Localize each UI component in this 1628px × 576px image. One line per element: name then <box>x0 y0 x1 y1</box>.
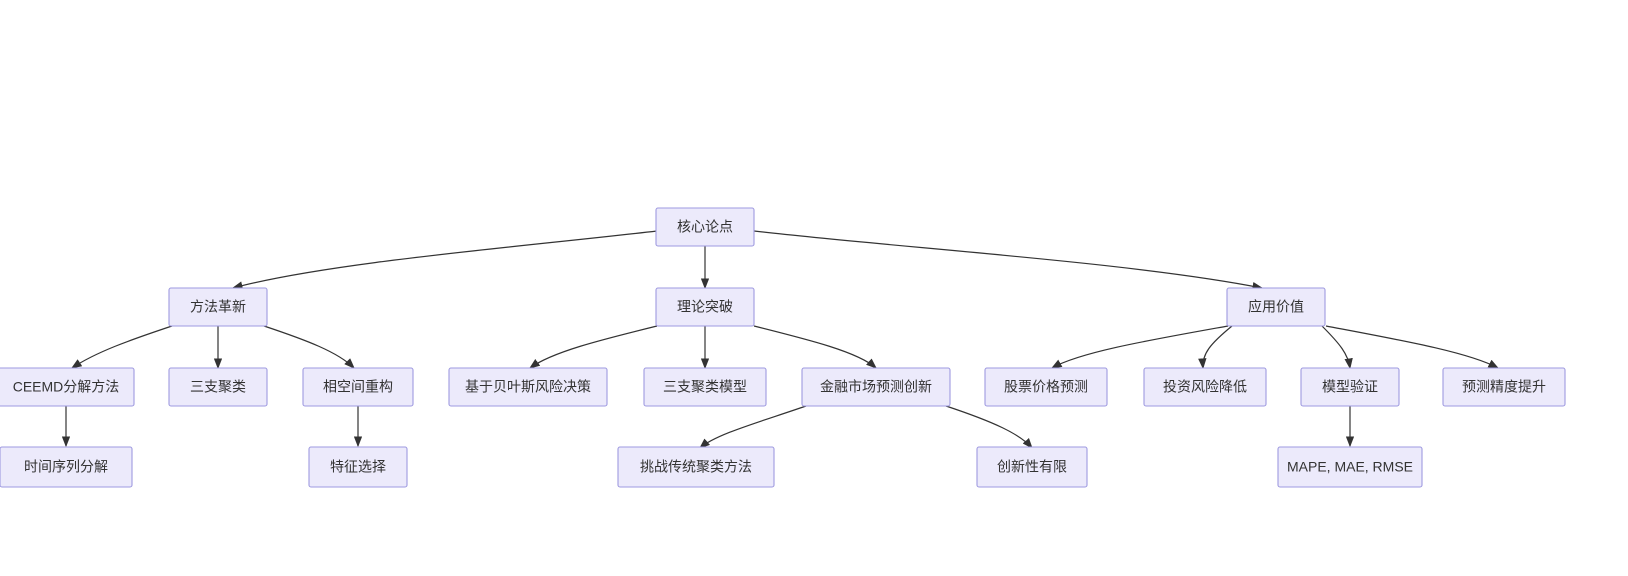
node-box-n9[interactable] <box>801 367 951 407</box>
edge-n1-to-n6 <box>263 325 355 369</box>
node-n7[interactable]: 基于贝叶斯风险决策 <box>448 367 608 407</box>
node-n13[interactable]: 预测精度提升 <box>1442 367 1566 407</box>
edge-n9-to-n16 <box>699 405 807 449</box>
node-n5[interactable]: 三支聚类 <box>168 367 268 407</box>
edge-n2-to-n7 <box>529 325 658 369</box>
node-n8[interactable]: 三支聚类模型 <box>643 367 767 407</box>
node-n16[interactable]: 挑战传统聚类方法 <box>617 446 775 488</box>
edge-n0-to-n3 <box>753 230 1264 291</box>
edge-n3-to-n12 <box>1321 325 1353 370</box>
edge-n3-to-n10 <box>1050 325 1229 369</box>
node-box-n12[interactable] <box>1300 367 1400 407</box>
node-box-n4[interactable] <box>0 367 135 407</box>
node-box-n11[interactable] <box>1143 367 1267 407</box>
node-n3[interactable]: 应用价值 <box>1226 287 1326 327</box>
edge-n0-to-n1 <box>231 230 658 290</box>
edge-n9-to-n17 <box>945 405 1033 449</box>
node-box-n7[interactable] <box>448 367 608 407</box>
node-n6[interactable]: 相空间重构 <box>302 367 414 407</box>
edge-n1-to-n4 <box>71 325 173 369</box>
node-n14[interactable]: 时间序列分解 <box>0 446 133 488</box>
edges-layer <box>61 230 1500 449</box>
edge-n3-to-n11 <box>1198 325 1233 370</box>
node-box-n3[interactable] <box>1226 287 1326 327</box>
node-box-n16[interactable] <box>617 446 775 488</box>
node-n10[interactable]: 股票价格预测 <box>984 367 1108 407</box>
node-box-n13[interactable] <box>1442 367 1566 407</box>
nodes-layer: 核心论点方法革新 理论突破 应用价值 CEEMD分解方法三支聚类相空间重构基于贝叶斯风… <box>0 207 1566 488</box>
node-box-n17[interactable] <box>976 446 1088 488</box>
node-n9[interactable]: 金融市场预测创新 <box>801 367 951 407</box>
node-n2[interactable]: 理论突破 <box>655 287 755 327</box>
node-box-n14[interactable] <box>0 446 133 488</box>
node-box-n2[interactable] <box>655 287 755 327</box>
node-n12[interactable]: 模型验证 <box>1300 367 1400 407</box>
node-n18[interactable]: MAPE, MAE, RMSE <box>1277 446 1423 488</box>
node-box-n6[interactable] <box>302 367 414 407</box>
node-box-n1[interactable] <box>168 287 268 327</box>
node-n15[interactable]: 特征选择 <box>308 446 408 488</box>
edge-n3-to-n13 <box>1325 325 1500 369</box>
edge-n2-to-n9 <box>753 325 877 369</box>
node-box-n0[interactable] <box>655 207 755 247</box>
node-box-n10[interactable] <box>984 367 1108 407</box>
node-n1[interactable]: 方法革新 <box>168 287 268 327</box>
node-n11[interactable]: 投资风险降低 <box>1143 367 1267 407</box>
node-box-n8[interactable] <box>643 367 767 407</box>
node-n17[interactable]: 创新性有限 <box>976 446 1088 488</box>
node-box-n5[interactable] <box>168 367 268 407</box>
node-n4[interactable]: CEEMD分解方法 <box>0 367 135 407</box>
node-n0[interactable]: 核心论点 <box>655 207 755 247</box>
node-box-n15[interactable] <box>308 446 408 488</box>
node-box-n18[interactable] <box>1277 446 1423 488</box>
